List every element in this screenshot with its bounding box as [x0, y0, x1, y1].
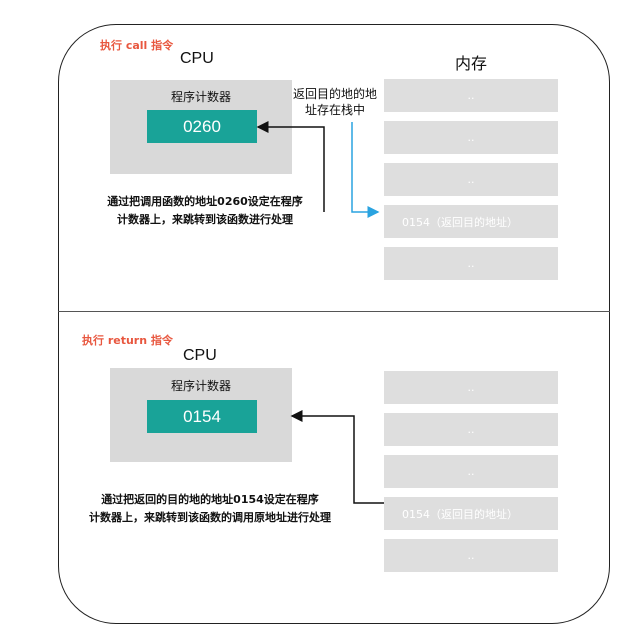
call-pc-label: 程序计数器	[170, 90, 231, 104]
call-note-line1: 通过把调用函数的地址0260设定在程序	[107, 195, 303, 208]
return-memory-cell: ..	[384, 371, 558, 404]
memory-title: 内存	[455, 56, 488, 73]
call-command-label: 执行 call 指令	[100, 39, 174, 52]
return-pc-value: 0154	[147, 400, 257, 433]
return-pc-label: 程序计数器	[170, 379, 231, 393]
return-memory-cell: ..	[384, 539, 558, 572]
call-cpu-title: CPU	[180, 50, 214, 67]
call-note: 通过把调用函数的地址0260设定在程序 计数器上，来跳转到该函数进行处理	[70, 193, 340, 229]
return-memory-cell: ..	[384, 455, 558, 488]
call-arrow	[256, 121, 325, 212]
stack-annotation-line2: 址存在栈中	[304, 103, 365, 117]
call-memory-cell: ..	[384, 121, 558, 154]
return-note: 通过把返回的目的地的地址0154设定在程序 计数器上，来跳转到该函数的调用原地址…	[50, 491, 370, 527]
stack-annotation-line1: 返回目的地的地	[292, 87, 377, 101]
call-note-line2: 计数器上，来跳转到该函数进行处理	[117, 213, 293, 226]
connector-arrows	[256, 121, 384, 504]
return-memory-cell: ..	[384, 413, 558, 446]
stack-arrow	[351, 122, 380, 218]
return-cpu-box: 程序计数器 0154	[110, 368, 292, 462]
call-memory-cell: ..	[384, 79, 558, 112]
call-memory-cell: ..	[384, 163, 558, 196]
return-memory-cell-return-address: 0154（返回目的地址）	[384, 497, 558, 530]
stack-annotation: 返回目的地的地 址存在栈中	[284, 86, 386, 118]
section-divider	[58, 311, 610, 312]
return-cpu-title: CPU	[183, 347, 217, 364]
call-memory-cell-return-address: 0154（返回目的地址）	[384, 205, 558, 238]
return-note-line2: 计数器上，来跳转到该函数的调用原地址进行处理	[89, 511, 331, 524]
call-pc-value: 0260	[147, 110, 257, 143]
return-command-label: 执行 return 指令	[82, 334, 173, 347]
return-note-line1: 通过把返回的目的地的地址0154设定在程序	[101, 493, 319, 506]
return-arrow	[290, 410, 384, 504]
call-memory-cell: ..	[384, 247, 558, 280]
